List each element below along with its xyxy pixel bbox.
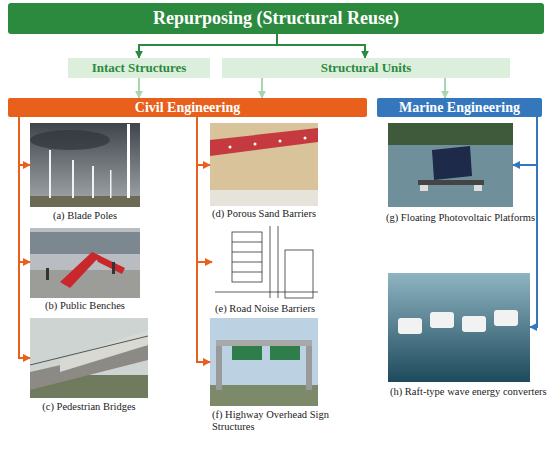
node-label: Repurposing (Structural Reuse) xyxy=(153,8,399,29)
sign-structure-photo xyxy=(210,318,318,406)
water xyxy=(388,123,513,207)
sky xyxy=(210,318,318,406)
sand-barrier-photo xyxy=(210,123,318,206)
pole xyxy=(92,166,94,198)
sign-panel xyxy=(270,346,300,360)
panel-caption: (f) Highway Overhead Sign Structures xyxy=(212,409,372,433)
connector-arrow xyxy=(138,78,140,98)
red-bench xyxy=(60,252,100,288)
panel-line xyxy=(232,272,262,273)
ground xyxy=(210,385,318,406)
tree-line xyxy=(388,123,513,145)
float-frame xyxy=(418,180,484,185)
node-label: Structural Units xyxy=(321,60,412,76)
blade-section xyxy=(60,330,148,372)
panel-line xyxy=(232,242,262,243)
example-panel: (f) Highway Overhead Sign Structures xyxy=(210,318,318,422)
panel-caption: (g) Floating Photovoltaic Platforms xyxy=(386,212,546,224)
gantry-post xyxy=(306,345,312,390)
perforation xyxy=(229,146,232,149)
raft xyxy=(398,318,422,334)
cloud xyxy=(30,130,110,150)
panel-caption: (a) Blade Poles xyxy=(30,210,140,222)
connector-arrow xyxy=(19,117,30,262)
category-box: Intact Structures xyxy=(68,58,210,78)
field-band: Marine Engineering xyxy=(377,98,542,117)
panel-line xyxy=(232,252,262,253)
ground xyxy=(30,196,140,207)
post xyxy=(278,226,279,298)
pole xyxy=(127,124,130,198)
pole xyxy=(72,160,74,198)
panel-outline xyxy=(232,232,262,282)
panel-caption: (h) Raft-type wave energy converters xyxy=(390,386,548,398)
example-panel: (a) Blade Poles xyxy=(30,123,140,221)
connector-arrow xyxy=(19,117,30,165)
float xyxy=(474,185,482,191)
node-label: Marine Engineering xyxy=(399,100,520,116)
person xyxy=(112,262,115,274)
example-panel: (g) Floating Photovoltaic Platforms xyxy=(388,123,513,227)
person xyxy=(46,268,49,280)
gantry-post xyxy=(216,345,222,390)
connector-arrow xyxy=(197,117,212,262)
fabric xyxy=(210,123,318,206)
perforation xyxy=(279,140,282,143)
platform-background xyxy=(30,228,140,298)
solar-panel xyxy=(432,146,472,180)
post xyxy=(270,226,271,298)
foundation xyxy=(285,250,313,298)
red-bench xyxy=(92,252,125,274)
sign-panel xyxy=(232,346,262,360)
connector-arrow xyxy=(277,34,365,58)
panel-caption: (e) Road Noise Barriers xyxy=(206,303,324,315)
connector-arrow xyxy=(444,78,446,98)
perforation xyxy=(254,143,257,146)
example-panel: (e) Road Noise Barriers xyxy=(212,224,318,316)
sea xyxy=(388,273,530,382)
raft xyxy=(494,310,518,326)
connector-arrow xyxy=(261,78,263,98)
node-label: Intact Structures xyxy=(92,60,187,76)
connector-arrow xyxy=(197,117,210,165)
node-label: Civil Engineering xyxy=(135,100,240,116)
wave-energy-render xyxy=(388,273,530,382)
noise-barrier-drawing xyxy=(215,226,318,298)
connector-arrow xyxy=(197,117,210,362)
float xyxy=(420,185,428,191)
stormy-sky xyxy=(30,123,140,207)
example-panel: (b) Public Benches xyxy=(30,228,140,312)
panel-caption: (d) Porous Sand Barriers xyxy=(202,208,326,220)
public-bench-photo xyxy=(30,228,140,298)
category-box: Structural Units xyxy=(222,58,510,78)
blade-poles-photo xyxy=(30,123,140,207)
panel-caption: (c) Pedestrian Bridges xyxy=(30,401,148,413)
tram xyxy=(30,232,140,254)
sand xyxy=(210,190,318,206)
gantry-beam xyxy=(216,340,312,346)
sky xyxy=(30,318,148,398)
example-panel: (c) Pedestrian Bridges xyxy=(30,318,148,414)
floating-pv-photo xyxy=(388,123,513,207)
pedestrian-bridge-photo xyxy=(30,318,148,398)
connector-arrow xyxy=(513,117,537,165)
railing xyxy=(30,336,148,365)
perforation xyxy=(304,137,307,140)
field-band: Civil Engineering xyxy=(8,98,367,117)
panel-line xyxy=(232,262,262,263)
panel-caption: (b) Public Benches xyxy=(30,300,140,312)
ground-line xyxy=(215,292,318,293)
pole xyxy=(49,150,51,198)
connector-arrow xyxy=(139,34,277,58)
red-strip xyxy=(210,128,318,156)
example-panel: (h) Raft-type wave energy converters xyxy=(388,273,530,397)
connector-arrow xyxy=(19,117,30,358)
pole xyxy=(110,170,112,198)
root-band: Repurposing (Structural Reuse) xyxy=(8,3,544,34)
raft xyxy=(462,316,486,332)
raft xyxy=(430,312,454,328)
example-panel: (d) Porous Sand Barriers xyxy=(210,123,318,219)
